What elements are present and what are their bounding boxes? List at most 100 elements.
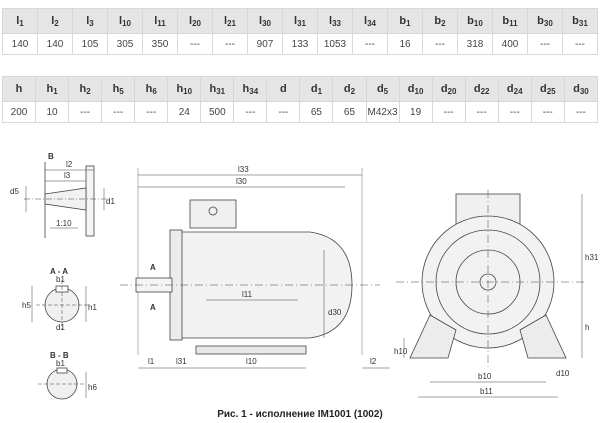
column-header: l31 (282, 8, 318, 34)
table-cell: 200 (1, 101, 37, 123)
figure-caption: Рис. 1 - исполнение IM1001 (1002) (217, 409, 383, 420)
column-header: h (1, 76, 37, 102)
column-header: d5 (365, 76, 400, 102)
label-section-bb: B - B (50, 351, 69, 360)
table-cell: --- (422, 33, 458, 55)
table-cell: --- (68, 101, 103, 123)
table-cell: --- (563, 101, 599, 123)
table-cell: 907 (247, 33, 283, 55)
column-header: l33 (317, 8, 353, 34)
column-header: l20 (177, 8, 213, 34)
label-h5: h5 (22, 301, 31, 310)
label-h1: h1 (88, 303, 97, 312)
column-header: l30 (247, 8, 283, 34)
section-a-a (31, 280, 88, 330)
table-cell: 500 (200, 101, 235, 123)
table-cell: --- (464, 101, 499, 123)
label-l3: l3 (64, 171, 71, 180)
label-l1: l1 (148, 357, 155, 366)
label-taper: 1:10 (56, 219, 72, 228)
label-h10: h10 (394, 347, 408, 356)
table-cell: --- (527, 33, 563, 55)
column-header: b31 (562, 8, 598, 34)
label-d30: d30 (328, 308, 342, 317)
table-cell: 133 (282, 33, 318, 55)
table-cell: 318 (457, 33, 493, 55)
label-h31: h31 (585, 253, 599, 262)
table-cell: --- (266, 101, 301, 123)
motor-front-view (396, 190, 584, 398)
column-header: l2 (37, 8, 73, 34)
column-header: l1 (2, 8, 38, 34)
column-header: h10 (167, 76, 202, 102)
column-header: d20 (431, 76, 466, 102)
label-b11: b11 (480, 387, 493, 396)
label-h6: h6 (88, 383, 97, 392)
table-cell: M42x3 (365, 101, 400, 123)
column-header: h31 (200, 76, 235, 102)
column-header: h5 (101, 76, 136, 102)
drawing-labels: B l2 l3 d5 d1 1:10 A - A b1 h5 h1 d1 B -… (10, 152, 599, 396)
label-l33: l33 (238, 165, 249, 174)
label-l10: l10 (246, 357, 257, 366)
column-header: d10 (398, 76, 433, 102)
table-cell: --- (352, 33, 388, 55)
label-l30: l30 (236, 177, 247, 186)
label-h: h (585, 323, 589, 332)
table-cell: 24 (167, 101, 202, 123)
column-header: l34 (352, 8, 388, 34)
label-d1-section: d1 (56, 323, 65, 332)
label-a-down: A (150, 303, 156, 312)
label-l2: l2 (66, 160, 73, 169)
table-cell: 400 (492, 33, 528, 55)
column-header: d2 (332, 76, 367, 102)
table-cell: --- (530, 101, 565, 123)
table-cell: 19 (398, 101, 433, 123)
label-l11: l11 (242, 290, 253, 299)
table-cell: --- (497, 101, 532, 123)
column-header: b11 (492, 8, 528, 34)
column-header: d22 (464, 76, 499, 102)
table-cell: --- (101, 101, 136, 123)
column-header: b10 (457, 8, 493, 34)
table-cell: 65 (332, 101, 367, 123)
table-cell: --- (233, 101, 268, 123)
column-header: h1 (35, 76, 70, 102)
label-b1: b1 (56, 275, 65, 284)
shaft-end-detail (24, 162, 110, 238)
section-b-b (38, 367, 87, 400)
column-header: l10 (107, 8, 143, 34)
table-cell: 305 (107, 33, 143, 55)
table-cell: 140 (2, 33, 38, 55)
label-b1-bb: b1 (56, 359, 65, 368)
column-header: h34 (233, 76, 268, 102)
column-header: d30 (563, 76, 599, 102)
table-cell: --- (212, 33, 248, 55)
label-d10: d10 (556, 369, 570, 378)
label-section-aa: A - A (50, 267, 68, 276)
column-header: b1 (387, 8, 423, 34)
table-cell: 10 (35, 101, 70, 123)
motor-dimension-drawing: B l2 l3 d5 d1 1:10 A - A b1 h5 h1 d1 B -… (10, 152, 599, 400)
label-b-top: B (48, 152, 54, 161)
column-header: d24 (497, 76, 532, 102)
table-cell: 350 (142, 33, 178, 55)
column-header: d25 (530, 76, 565, 102)
column-header: b2 (422, 8, 458, 34)
label-a-up: A (150, 263, 156, 272)
table-cell: 1053 (317, 33, 353, 55)
column-header: h6 (134, 76, 169, 102)
column-header: l21 (212, 8, 248, 34)
label-d1: d1 (106, 197, 115, 206)
label-d5: d5 (10, 187, 19, 196)
table-cell: --- (134, 101, 169, 123)
column-header: d1 (299, 76, 334, 102)
column-header: d (266, 76, 301, 102)
column-header: h2 (68, 76, 103, 102)
